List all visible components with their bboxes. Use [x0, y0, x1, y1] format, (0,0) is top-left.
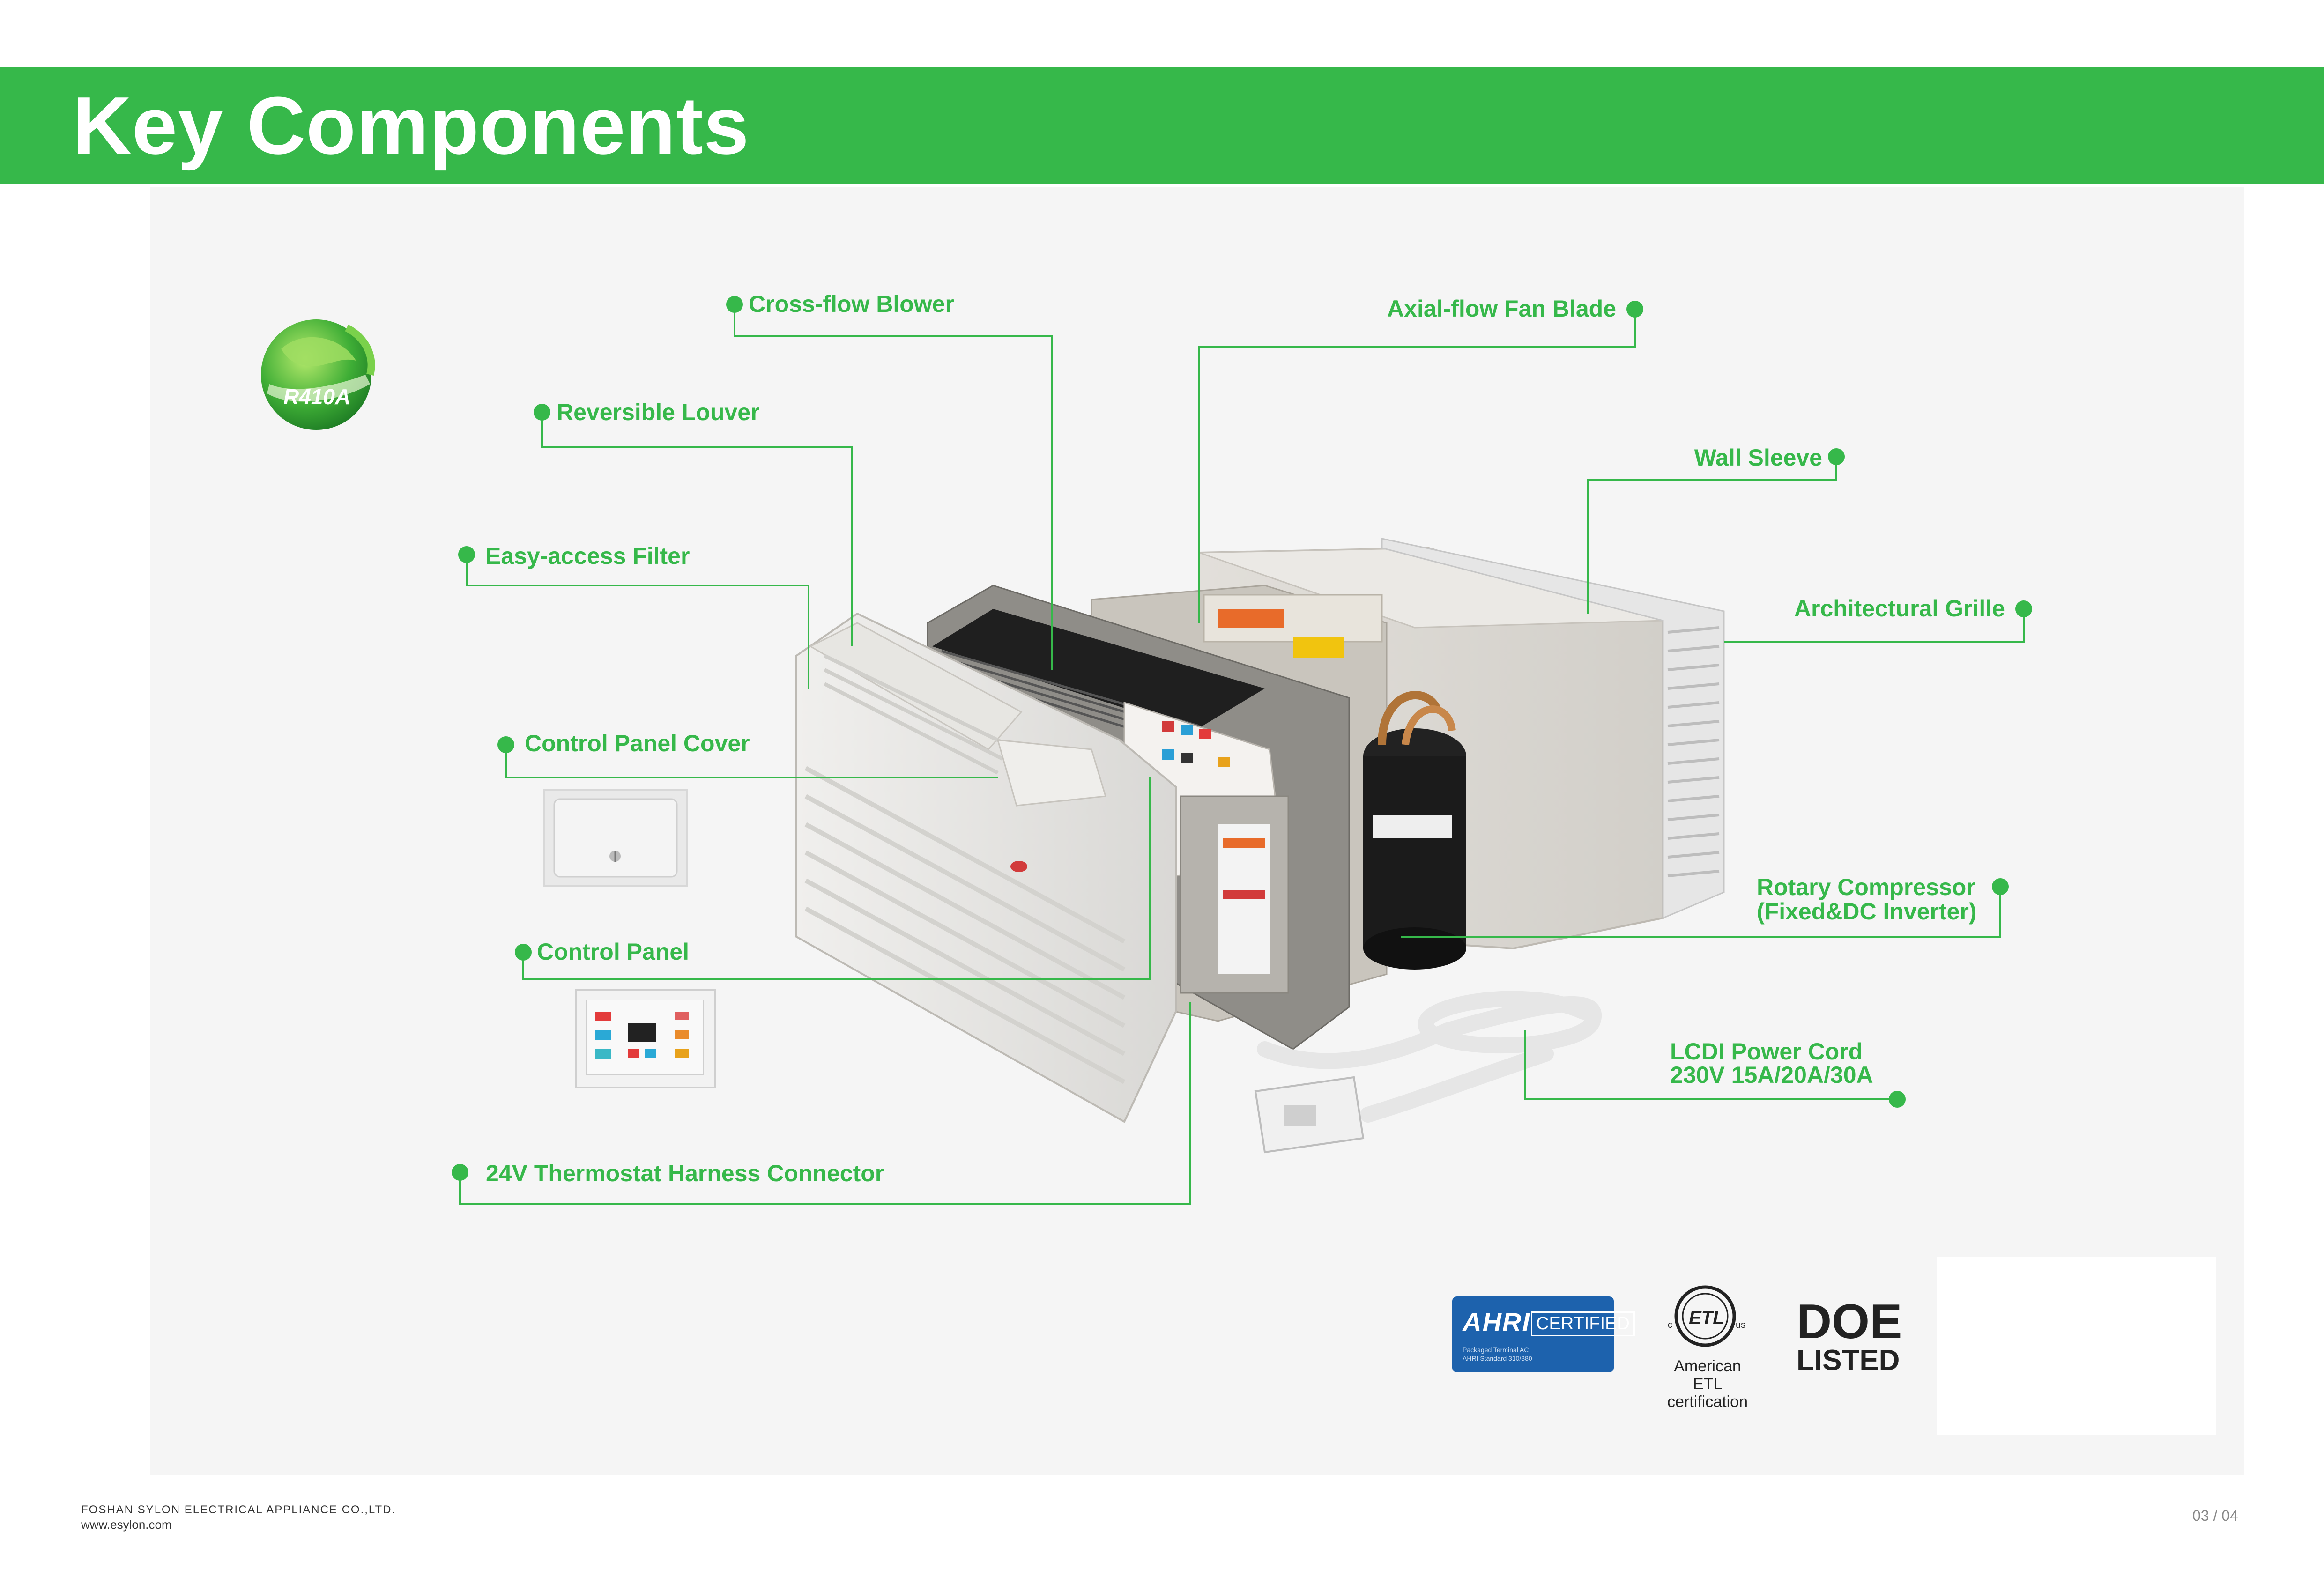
- label-lcdi-power-cord-2: 230V 15A/20A/30A: [1670, 1062, 1873, 1088]
- etl-us: us: [1736, 1320, 1746, 1330]
- label-easy-access-filter: Easy-access Filter: [485, 543, 690, 569]
- label-cross-flow-blower: Cross-flow Blower: [749, 291, 954, 317]
- etl-line-2: ETL: [1693, 1375, 1723, 1393]
- label-control-panel: Control Panel: [537, 939, 690, 965]
- ahri-small-1: Packaged Terminal AC: [1463, 1346, 1529, 1354]
- label-thermostat-harness: 24V Thermostat Harness Connector: [486, 1160, 884, 1186]
- footer-website: www.esylon.com: [81, 1518, 172, 1532]
- r410a-globe-icon: [261, 319, 375, 430]
- rotary-compressor: [1363, 691, 1466, 970]
- header-bar: [0, 67, 2324, 184]
- etl-mark-icon: [1674, 1285, 1736, 1347]
- doe-line-2: LISTED: [1797, 1344, 1900, 1377]
- r410a-label: R410A: [283, 385, 351, 409]
- front-cover: [795, 612, 1177, 1123]
- control-panel-cover-thumbnail: [543, 789, 688, 887]
- etl-line-3: certification: [1667, 1393, 1748, 1411]
- blank-placeholder-box: [1937, 1257, 2216, 1435]
- label-axial-flow-fan-blade: Axial-flow Fan Blade: [1387, 296, 1616, 322]
- lcdi-power-cord: [1254, 991, 1602, 1154]
- etl-c: c: [1668, 1320, 1672, 1330]
- etl-caption: American ETL certification: [1663, 1357, 1752, 1411]
- label-rotary-compressor-1: Rotary Compressor: [1757, 874, 1975, 900]
- ahri-logo: AHRI: [1463, 1307, 1530, 1337]
- ahri-small-2: AHRI Standard 310/380: [1463, 1355, 1532, 1362]
- page-title: Key Components: [73, 80, 750, 171]
- etl-mark-text: ETL: [1689, 1308, 1724, 1328]
- doe-listed-badge: DOE LISTED: [1797, 1297, 1902, 1375]
- etl-line-1: American: [1674, 1357, 1741, 1375]
- label-reversible-louver: Reversible Louver: [557, 399, 760, 425]
- footer-company: FOSHAN SYLON ELECTRICAL APPLIANCE CO.,LT…: [81, 1503, 396, 1516]
- doe-line-1: DOE: [1797, 1295, 1902, 1349]
- label-wall-sleeve: Wall Sleeve: [1694, 444, 1822, 471]
- label-architectural-grille: Architectural Grille: [1794, 595, 2005, 622]
- leader-dots: [452, 296, 2032, 1181]
- leader-lines: [459, 304, 2025, 1205]
- ahri-certified-badge: AHRI CERTIFIED Packaged Terminal AC AHRI…: [1452, 1296, 1635, 1372]
- label-control-panel-cover: Control Panel Cover: [525, 730, 750, 756]
- architectural-grille: [1381, 538, 1725, 919]
- control-panel-thumbnail: [575, 989, 716, 1088]
- label-rotary-compressor-2: (Fixed&DC Inverter): [1757, 898, 1977, 925]
- label-lcdi-power-cord-1: LCDI Power Cord: [1670, 1038, 1863, 1065]
- ahri-certified-text: CERTIFIED: [1531, 1311, 1635, 1336]
- page-number: 03 / 04: [2192, 1507, 2238, 1524]
